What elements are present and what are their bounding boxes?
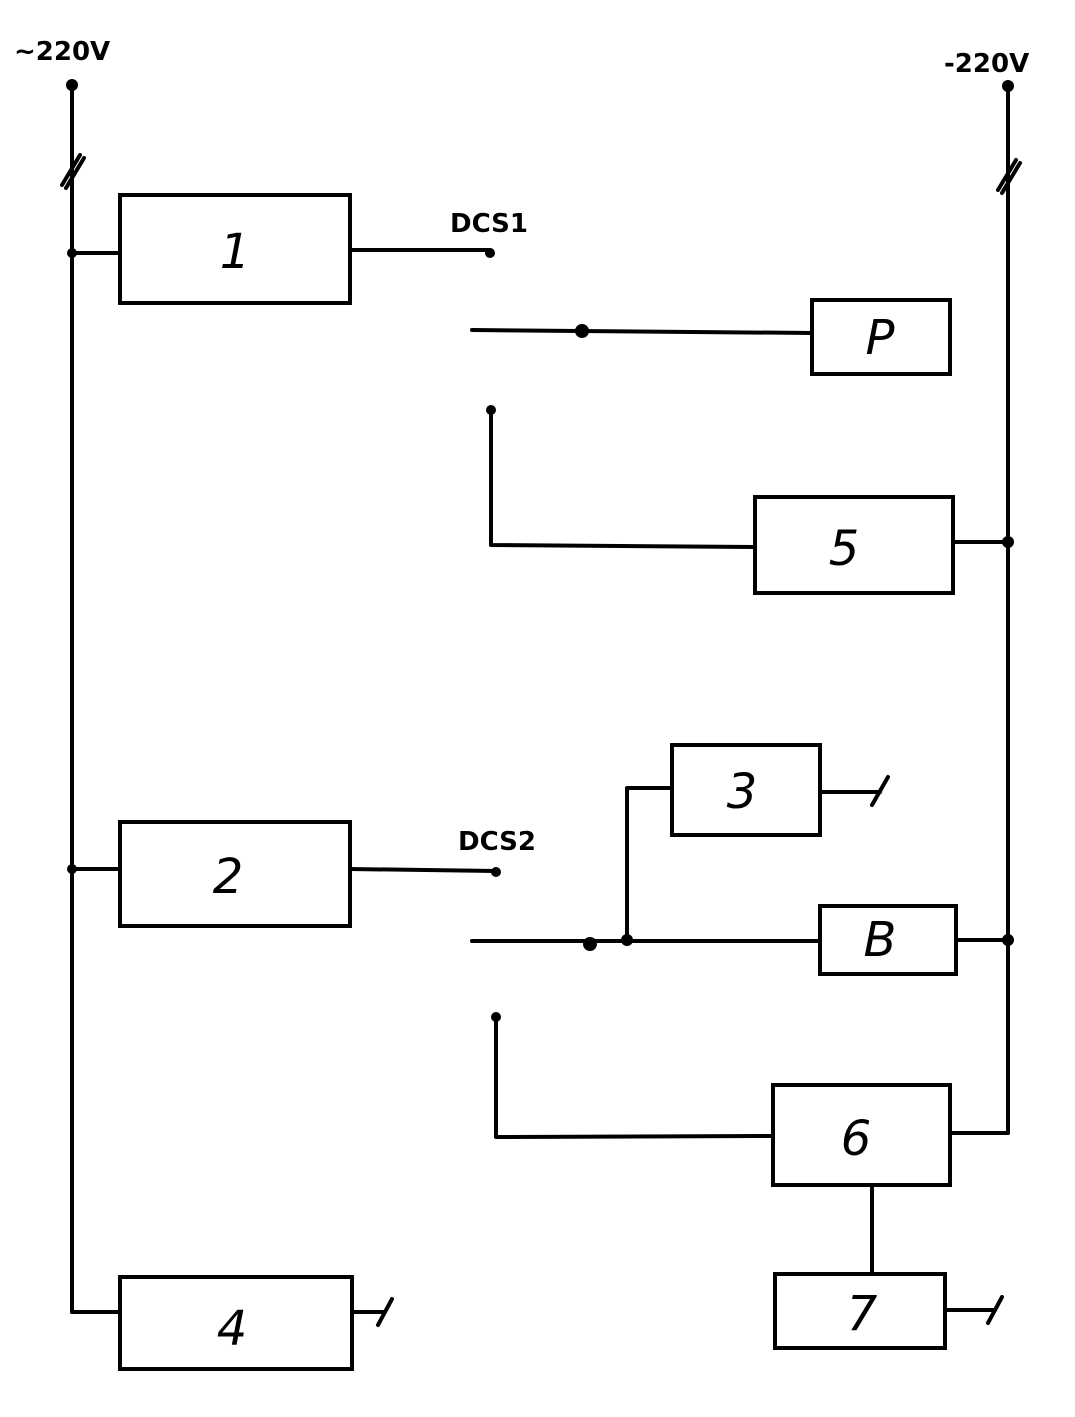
- block-7-ground-mark: [986, 1295, 1004, 1325]
- block-P: [810, 298, 952, 376]
- block-B-label: B: [864, 912, 897, 968]
- block-3-ground-mark: [870, 775, 890, 807]
- block-B: [818, 904, 958, 976]
- block-5: [753, 495, 955, 595]
- right-supply-label: -220V: [944, 49, 1029, 79]
- right-rail-tick-1: [996, 158, 1018, 192]
- dcs1-common-wire: [470, 328, 814, 335]
- wire-to-block-3: [625, 786, 674, 942]
- dcs2-contact-a: [491, 867, 501, 877]
- block-4: [118, 1275, 354, 1371]
- block-2: [118, 820, 352, 928]
- block-P-label: P: [866, 310, 895, 366]
- left-supply-label: ~220V: [14, 37, 110, 67]
- right-supply-rail: [948, 80, 1022, 1135]
- right-rail-tick-2: [1000, 161, 1022, 195]
- left-supply-rail: [60, 79, 122, 1314]
- dcs2-common-dot: [583, 937, 597, 951]
- left-rail-tick-1: [60, 153, 82, 187]
- block-1-label: 1: [220, 224, 251, 280]
- dcs1-contact-a: [485, 248, 495, 258]
- block-1-group: [118, 193, 814, 549]
- block-7-label: 7: [847, 1286, 878, 1342]
- dcs2-label: DCS2: [458, 827, 536, 857]
- block-3-label: 3: [727, 764, 758, 820]
- block-6: [771, 1083, 952, 1187]
- block-5-label: 5: [829, 521, 860, 577]
- block-3: [670, 743, 822, 837]
- left-rail-tick-2: [64, 156, 86, 190]
- block-4-ground-mark: [376, 1297, 394, 1327]
- wire-dcs2-to-block-6: [494, 1015, 775, 1139]
- block-2-group: [118, 786, 822, 1139]
- block-7: [773, 1272, 947, 1350]
- wire-block-2-to-dcs2: [348, 867, 498, 873]
- wire-dcs1-to-block-5: [489, 408, 757, 549]
- block-4-label: 4: [217, 1301, 248, 1357]
- dcs1-label: DCS1: [450, 209, 528, 239]
- block-1: [118, 193, 352, 305]
- dcs1-common-dot: [575, 324, 589, 338]
- block-6-label: 6: [841, 1111, 872, 1167]
- block-2-label: 2: [213, 849, 244, 905]
